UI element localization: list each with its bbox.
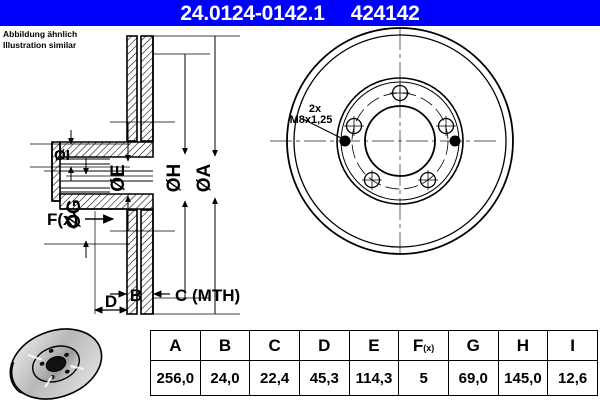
thread-callout-spec: M8x1,25 bbox=[290, 114, 333, 126]
brake-disc-front-view: 2x M8x1,25 bbox=[270, 28, 513, 254]
dimension-label-oh: ØH bbox=[164, 164, 185, 193]
spec-header-fx-main: F bbox=[413, 336, 423, 355]
spec-value-g: 69,0 bbox=[448, 361, 498, 396]
spec-value-a: 256,0 bbox=[151, 361, 201, 396]
spec-value-fx: 5 bbox=[399, 361, 449, 396]
dimension-label-b: B bbox=[130, 286, 142, 305]
drawing-canvas: ØI ØG ØE bbox=[0, 26, 600, 326]
brake-disc-3d-illustration bbox=[0, 326, 148, 400]
brake-disc-cross-section: ØI ØG ØE bbox=[30, 36, 240, 314]
spec-table-value-row: 256,0 24,0 22,4 45,3 114,3 5 69,0 145,0 … bbox=[151, 361, 598, 396]
header-bar: 24.0124-0142.1 424142 bbox=[0, 0, 600, 26]
spec-table-header-row: A B C D E F(x) G H I bbox=[151, 331, 598, 361]
dimension-label-oe: ØE bbox=[108, 164, 129, 191]
dimension-label-oi: ØI bbox=[54, 147, 70, 164]
front-view-centerlines bbox=[270, 28, 500, 254]
spec-header-h: H bbox=[498, 331, 548, 361]
threaded-hole bbox=[450, 136, 460, 146]
spec-value-e: 114,3 bbox=[349, 361, 399, 396]
spec-header-fx-sub: (x) bbox=[423, 343, 434, 353]
dimension-label-oa: ØA bbox=[194, 163, 215, 192]
dimension-label-c: C (MTH) bbox=[175, 286, 240, 305]
spec-header-b: B bbox=[200, 331, 250, 361]
dimension-label-fx: F(x) bbox=[47, 210, 78, 229]
spec-value-c: 22,4 bbox=[250, 361, 300, 396]
part-number: 24.0124-0142.1 bbox=[180, 3, 324, 24]
bottom-strip: A B C D E F(x) G H I 256,0 24,0 bbox=[0, 326, 600, 400]
bolt-hole bbox=[418, 170, 438, 190]
spec-header-e: E bbox=[349, 331, 399, 361]
spec-header-fx: F(x) bbox=[399, 331, 449, 361]
spec-value-d: 45,3 bbox=[299, 361, 349, 396]
spec-header-i: I bbox=[548, 331, 598, 361]
article-number: 424142 bbox=[351, 3, 420, 24]
spec-value-h: 145,0 bbox=[498, 361, 548, 396]
spec-table-wrapper: A B C D E F(x) G H I 256,0 24,0 bbox=[150, 330, 598, 396]
thread-callout: 2x M8x1,25 bbox=[290, 103, 343, 139]
spec-value-b: 24,0 bbox=[200, 361, 250, 396]
threaded-hole bbox=[340, 136, 350, 146]
spec-header-g: G bbox=[448, 331, 498, 361]
spec-value-i: 12,6 bbox=[548, 361, 598, 396]
bolt-hole bbox=[390, 83, 410, 103]
spec-header-c: C bbox=[250, 331, 300, 361]
spec-header-d: D bbox=[299, 331, 349, 361]
bolt-hole bbox=[436, 116, 456, 136]
spec-table: A B C D E F(x) G H I 256,0 24,0 bbox=[150, 330, 598, 396]
bolt-hole bbox=[362, 170, 382, 190]
section-hub-top bbox=[127, 36, 153, 141]
spec-header-a: A bbox=[151, 331, 201, 361]
section-outline bbox=[52, 36, 153, 314]
dimension-label-d: D bbox=[105, 292, 117, 311]
dimension-b-c-d: B C (MTH) D bbox=[95, 211, 240, 314]
bolt-hole bbox=[344, 116, 364, 136]
